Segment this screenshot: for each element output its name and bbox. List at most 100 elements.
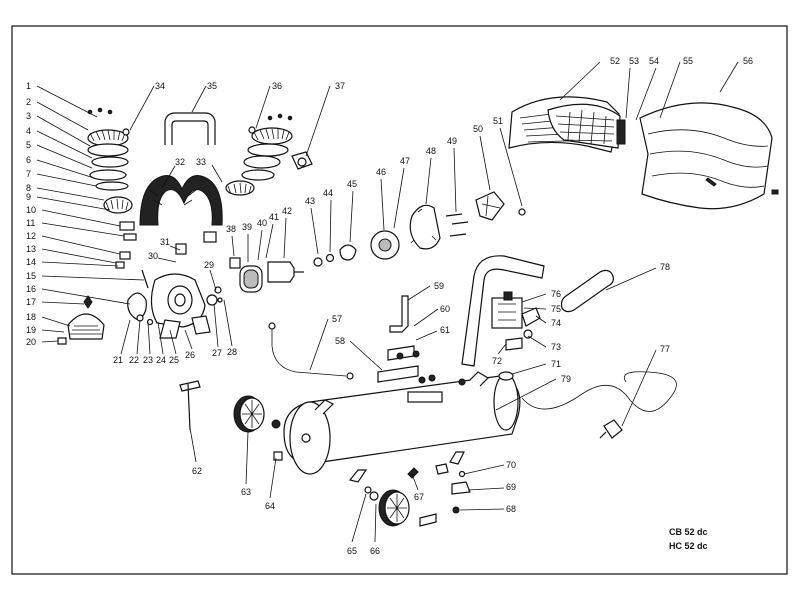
- leader-line-41: [265, 223, 274, 259]
- part-label-14: 14: [26, 257, 36, 267]
- leader-line-9: [36, 196, 111, 211]
- part-label-35: 35: [207, 81, 217, 91]
- leader-line-79: [495, 378, 557, 411]
- part-label-51: 51: [493, 116, 503, 126]
- leader-line-31: [169, 245, 181, 251]
- leader-line-75: [523, 307, 547, 310]
- part-label-30: 30: [148, 251, 158, 261]
- part-label-71: 71: [551, 359, 561, 369]
- accessories: [268, 269, 677, 439]
- part-label-46: 46: [376, 167, 386, 177]
- diagram-border: [11, 25, 788, 575]
- leader-line-70: [463, 464, 505, 475]
- part-label-44: 44: [323, 188, 333, 198]
- part-label-18: 18: [26, 312, 36, 322]
- leader-line-56: [719, 61, 739, 93]
- air-tank: [283, 255, 545, 483]
- leader-line-43: [310, 207, 319, 255]
- leader-line-47: [393, 167, 405, 229]
- part-label-17: 17: [26, 297, 36, 307]
- leader-line-73: [527, 335, 547, 348]
- part-label-78: 78: [660, 262, 670, 272]
- leader-line-26: [184, 329, 193, 350]
- part-label-25: 25: [169, 355, 179, 365]
- leader-line-74: [535, 315, 547, 324]
- part-label-2: 2: [26, 97, 31, 107]
- part-label-50: 50: [473, 124, 483, 134]
- part-label-42: 42: [282, 206, 292, 216]
- part-label-22: 22: [129, 355, 139, 365]
- leader-line-60: [413, 308, 439, 327]
- part-label-10: 10: [26, 205, 36, 215]
- shroud-covers: [508, 96, 779, 210]
- part-label-29: 29: [204, 260, 214, 270]
- leader-line-15: [41, 275, 145, 281]
- crank-parts: [206, 151, 526, 306]
- leader-line-59: [407, 285, 431, 301]
- leader-line-62: [189, 427, 197, 463]
- part-label-36: 36: [272, 81, 282, 91]
- leader-line-6: [36, 159, 95, 179]
- leader-line-40: [257, 229, 263, 261]
- part-label-73: 73: [551, 342, 561, 352]
- leader-line-51: [499, 127, 523, 207]
- part-label-58: 58: [335, 336, 345, 346]
- leader-line-1: [36, 85, 98, 118]
- leader-line-29: [209, 269, 217, 291]
- leader-line-46: [380, 178, 385, 231]
- leader-line-49: [453, 147, 457, 213]
- leader-line-34: [129, 85, 155, 131]
- part-label-12: 12: [26, 231, 36, 241]
- leader-line-76: [521, 293, 547, 303]
- part-label-24: 24: [156, 355, 166, 365]
- leader-line-14: [41, 261, 119, 267]
- leader-line-68: [459, 508, 505, 511]
- leader-line-22: [136, 319, 141, 355]
- valve-frame: [139, 175, 223, 226]
- leader-line-53: [625, 67, 631, 119]
- wheels: [179, 380, 471, 527]
- leader-line-52: [559, 61, 601, 101]
- part-label-5: 5: [26, 140, 31, 150]
- leader-line-24: [157, 321, 164, 355]
- part-label-3: 3: [26, 111, 31, 121]
- leader-line-4: [36, 130, 93, 159]
- part-label-8: 8: [26, 183, 31, 193]
- part-label-27: 27: [212, 348, 222, 358]
- part-label-16: 16: [26, 284, 36, 294]
- part-label-6: 6: [26, 155, 31, 165]
- leader-lines: [36, 61, 739, 543]
- leader-line-65: [351, 493, 367, 543]
- leader-line-25: [169, 329, 177, 355]
- part-label-54: 54: [649, 56, 659, 66]
- leader-line-42: [283, 217, 287, 259]
- part-label-26: 26: [185, 350, 195, 360]
- part-label-53: 53: [629, 56, 639, 66]
- leader-line-38: [231, 235, 235, 257]
- leader-line-21: [120, 319, 131, 355]
- handle-top: [164, 112, 216, 145]
- leader-line-19: [41, 329, 65, 333]
- part-label-15: 15: [26, 271, 36, 281]
- part-label-28: 28: [227, 347, 237, 357]
- leader-line-32: [161, 165, 176, 189]
- part-label-38: 38: [226, 224, 236, 234]
- leader-line-61: [415, 330, 438, 341]
- part-label-9: 9: [26, 192, 31, 202]
- leader-line-50: [479, 135, 491, 191]
- part-label-31: 31: [160, 237, 170, 247]
- leader-line-77: [621, 349, 657, 427]
- leader-line-30: [157, 257, 177, 263]
- leader-line-35: [191, 85, 207, 113]
- part-label-41: 41: [269, 212, 279, 222]
- part-label-75: 75: [551, 304, 561, 314]
- part-label-20: 20: [26, 337, 36, 347]
- leader-line-44: [329, 199, 332, 253]
- leader-line-37: [305, 85, 331, 157]
- part-label-52: 52: [610, 56, 620, 66]
- part-label-72: 72: [492, 356, 502, 366]
- leader-line-2: [36, 101, 89, 131]
- part-label-21: 21: [113, 355, 123, 365]
